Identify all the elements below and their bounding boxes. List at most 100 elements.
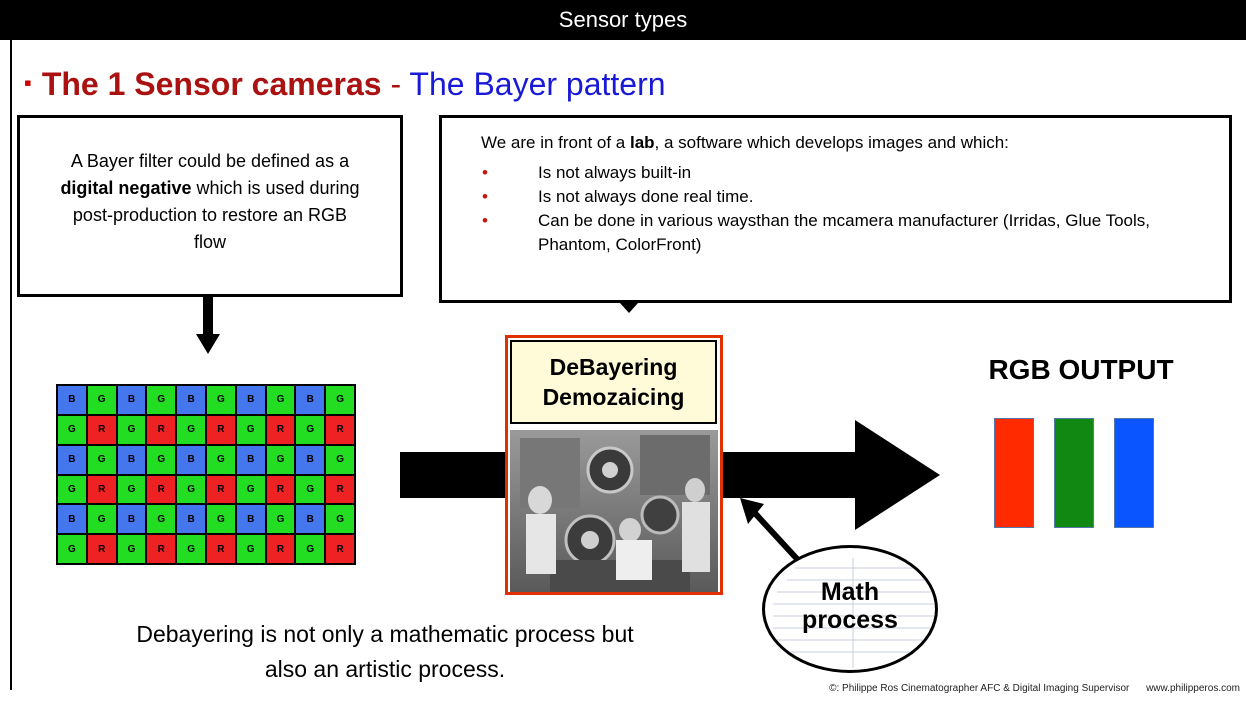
bayer-cell-b: B [58,505,86,534]
bayer-cell-r: R [326,535,354,563]
bayer-cell-g: G [266,386,295,414]
bayer-cell-g: G [296,475,325,504]
bullet-icon: • [482,163,488,182]
bayer-cell-b: B [236,386,265,414]
red-channel-bar [994,418,1034,528]
down-arrow-icon [196,334,220,354]
bayer-cell-r: R [87,415,116,444]
slide-title: Sensor types [558,7,688,32]
bayer-cell-b: B [177,386,205,414]
caption-line1: Debayering is not only a mathematic proc… [136,621,634,647]
bayer-cell-g: G [266,505,295,534]
caption-line2: also an artistic process. [264,656,506,682]
bayer-cell-r: R [266,415,295,444]
bayer-cell-b: B [117,505,146,534]
lab-description-callout [439,115,1232,303]
bayer-cell-g: G [326,386,354,414]
slide-title-bar [0,0,1246,40]
heading-main: The 1 Sensor cameras [41,66,382,102]
bayer-cell-g: G [147,445,176,474]
bayer-cell-g: G [177,415,205,444]
bayer-cell-b: B [236,505,265,534]
bayer-cell-g: G [117,475,146,504]
math-process-circle [762,545,938,673]
lab-intro-text: We are in front of a lab, a software whi… [481,133,1009,153]
bayer-cell-r: R [266,475,295,504]
lab-intro-bold: lab [629,133,655,152]
bayer-cell-g: G [296,535,325,563]
bayer-cell-b: B [117,386,146,414]
bullet-icon: • [482,211,488,230]
bayer-cell-g: G [296,415,325,444]
bayer-cell-r: R [326,475,354,504]
debayering-label-line2: Demozaicing [542,384,685,410]
callout-pointer-icon [620,303,638,313]
bayer-cell-b: B [177,505,205,534]
down-arrow-shaft [203,297,213,335]
bayer-cell-r: R [147,535,176,563]
math-label-line2: process [802,606,898,634]
bayer-definition-callout [17,115,403,297]
bayer-cell-b: B [58,386,86,414]
copyright-footer: ©: Philippe Ros Cinematographer AFC & Di… [700,683,1240,694]
bayer-cell-g: G [206,445,235,474]
heading-separator: - [390,66,402,102]
bayer-cell-g: G [58,475,86,504]
website-link[interactable]: www.philipperos.com [1146,683,1240,694]
definition-text-start: A Bayer filter could be defined as a [70,151,350,171]
bayer-cell-g: G [206,386,235,414]
process-arrow-icon [855,420,940,530]
bayer-cell-g: G [147,386,176,414]
bayer-cell-g: G [117,535,146,563]
bayer-cell-r: R [206,535,235,563]
list-item-text: Can be done in various waysthan the mcam… [538,211,1150,254]
list-item-text: Is not always built-in [538,163,692,182]
bayer-cell-b: B [58,445,86,474]
bayer-cell-g: G [177,535,205,563]
bayer-cell-g: G [326,505,354,534]
lab-workers-photo [510,430,718,592]
green-channel-bar [1054,418,1094,528]
math-process-label: Math process [762,578,938,634]
math-arrow-icon [740,498,801,563]
definition-text-end: which is used during post-production to … [72,178,360,252]
bayer-cell-g: G [236,535,265,563]
bayer-cell-r: R [87,535,116,563]
list-item: • Can be done in various waysthan the mca… [482,209,1222,257]
list-item: • Is not always done real time. [482,185,1222,209]
bayer-cell-g: G [177,475,205,504]
bayer-cell-g: G [236,475,265,504]
bayer-cell-r: R [206,475,235,504]
blue-channel-bar [1114,418,1154,528]
debayering-caption: Debayering is not only a mathematic proc… [60,617,710,687]
definition-text-bold: digital negative [60,178,192,198]
bayer-cell-b: B [177,445,205,474]
heading-bullet-icon: ▪ [24,69,32,95]
bayer-cell-b: B [296,445,325,474]
bayer-cell-r: R [87,475,116,504]
heading-sub: The Bayer pattern [409,66,666,102]
bayer-cell-r: R [206,415,235,444]
list-item-text: Is not always done real time. [538,187,754,206]
bayer-cell-r: R [266,535,295,563]
debayering-label: DeBayering Demozaicing [510,340,717,424]
lab-intro-start: We are in front of a [481,133,630,152]
bayer-cell-g: G [58,415,86,444]
bayer-definition-text: A Bayer filter could be defined as a dig… [55,148,365,256]
bayer-cell-r: R [147,415,176,444]
bayer-cell-g: G [87,505,116,534]
bayer-cell-b: B [296,386,325,414]
list-item: • Is not always built-in [482,161,1222,185]
formula-background [773,558,935,668]
bayer-cell-g: G [87,445,116,474]
bullet-icon: • [482,187,488,206]
slide-heading: ▪ The 1 Sensor cameras - The Bayer patter… [24,66,666,103]
bayer-cell-g: G [206,505,235,534]
debayering-label-line1: DeBayering [549,354,678,380]
rgb-output-title: RGB OUTPUT [988,354,1174,385]
bayer-cell-g: G [87,386,116,414]
left-divider [10,40,12,690]
bayer-cell-r: R [147,475,176,504]
bayer-cell-r: R [326,415,354,444]
